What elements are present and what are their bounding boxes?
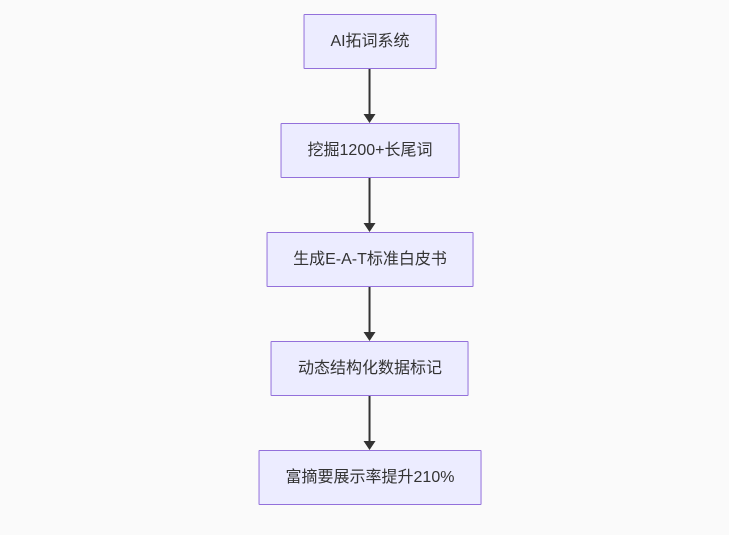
flow-node-label: AI拓词系统	[330, 32, 410, 50]
flowchart: AI拓词系统 挖掘1200+长尾词 生成E-A-T标准白皮书 动态结构化数据标记	[258, 14, 482, 505]
flow-node-rich-snippet-result: 富摘要展示率提升210%	[258, 450, 482, 505]
flow-node-longtail-keywords: 挖掘1200+长尾词	[280, 123, 460, 178]
arrowhead-down-icon	[364, 114, 376, 123]
arrow-line	[369, 287, 371, 332]
arrow-line	[369, 178, 371, 223]
flow-node-structured-data: 动态结构化数据标记	[270, 341, 469, 396]
arrowhead-down-icon	[364, 223, 376, 232]
flow-node-eat-whitepaper: 生成E-A-T标准白皮书	[266, 232, 474, 287]
flow-node-label: 生成E-A-T标准白皮书	[293, 250, 447, 268]
flow-arrow-2	[364, 178, 376, 232]
arrow-line	[369, 396, 371, 441]
flow-arrow-1	[364, 69, 376, 123]
flow-node-label: 动态结构化数据标记	[297, 359, 442, 377]
flow-node-label: 富摘要展示率提升210%	[285, 468, 455, 486]
arrow-line	[369, 69, 371, 114]
flow-node-ai-word-system: AI拓词系统	[303, 14, 437, 69]
arrowhead-down-icon	[364, 332, 376, 341]
flow-arrow-4	[364, 396, 376, 450]
flow-node-label: 挖掘1200+长尾词	[307, 141, 433, 159]
flow-arrow-3	[364, 287, 376, 341]
arrowhead-down-icon	[364, 441, 376, 450]
